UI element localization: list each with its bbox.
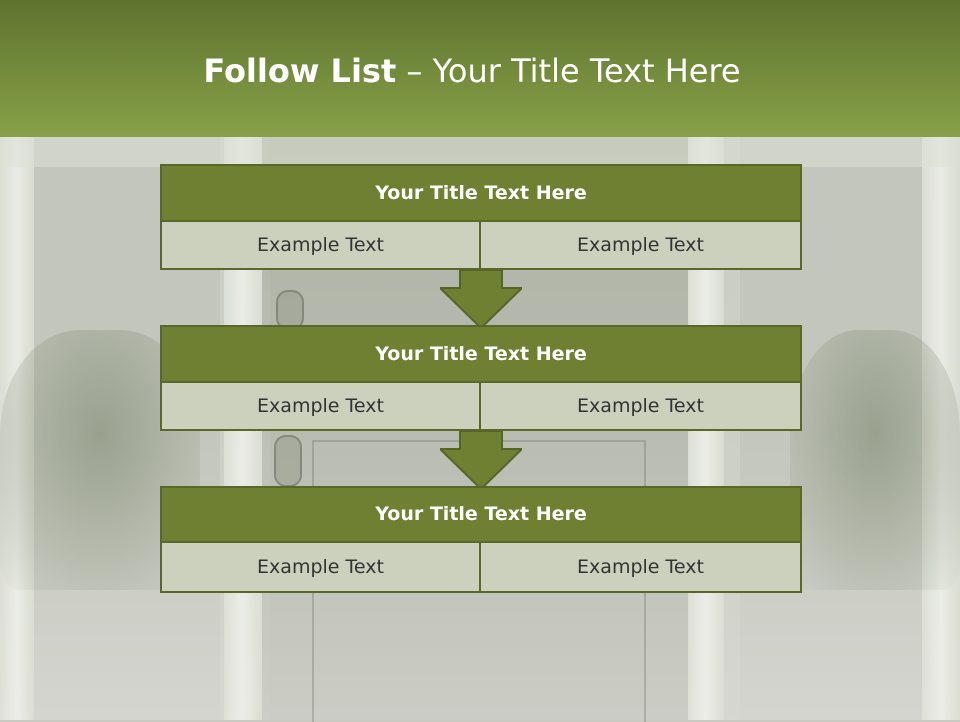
page-title-bold: Follow List (203, 52, 397, 90)
block-cell-left[interactable]: Example Text (160, 381, 481, 431)
banner-strip (0, 137, 960, 167)
shrub (790, 330, 960, 590)
door-knocker (276, 290, 304, 330)
list-block-3: Your Title Text Here Example Text Exampl… (160, 486, 802, 594)
block-cell-right[interactable]: Example Text (479, 381, 802, 431)
block-title[interactable]: Your Title Text Here (160, 486, 802, 543)
block-title[interactable]: Your Title Text Here (160, 325, 802, 383)
page-title-rest: – Your Title Text Here (396, 52, 741, 90)
block-cell-right[interactable]: Example Text (479, 220, 802, 270)
block-title[interactable]: Your Title Text Here (160, 164, 802, 222)
down-arrow-icon (440, 431, 522, 489)
list-block-2: Your Title Text Here Example Text Exampl… (160, 325, 802, 433)
page-title: Follow List – Your Title Text Here (0, 52, 944, 90)
block-cell-left[interactable]: Example Text (160, 541, 481, 593)
block-cell-left[interactable]: Example Text (160, 220, 481, 270)
door-handle (274, 435, 302, 487)
down-arrow-icon (440, 270, 522, 328)
block-cell-right[interactable]: Example Text (479, 541, 802, 593)
list-block-1: Your Title Text Here Example Text Exampl… (160, 164, 802, 272)
title-banner (0, 0, 960, 137)
